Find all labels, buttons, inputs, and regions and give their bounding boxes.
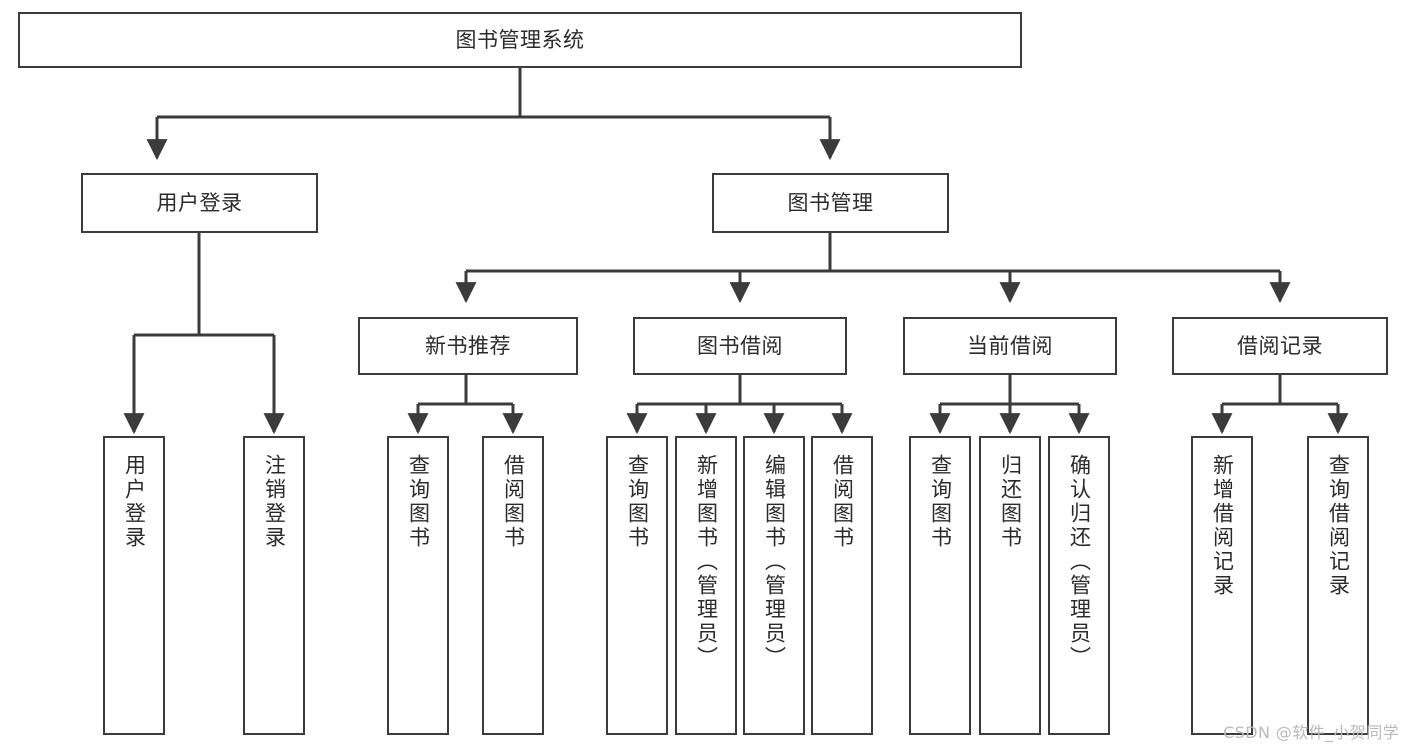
node-label: 查询借阅记录 <box>1326 454 1351 598</box>
node-root-library-system[interactable]: 图书管理系统 <box>18 12 1022 68</box>
node-book-borrow[interactable]: 图书借阅 <box>633 317 847 375</box>
node-label: 当前借阅 <box>967 333 1053 358</box>
leaf-borrow-query-book[interactable]: 查询图书 <box>606 436 668 735</box>
node-label: 用户登录 <box>156 190 243 215</box>
node-label: 新增图书（管理员） <box>694 454 719 670</box>
node-label: 图书管理 <box>787 190 874 215</box>
node-new-book-recommend[interactable]: 新书推荐 <box>358 317 578 375</box>
leaf-record-add-record[interactable]: 新增借阅记录 <box>1191 436 1253 735</box>
leaf-borrow-edit-book-admin[interactable]: 编辑图书（管理员） <box>743 436 805 735</box>
node-label: 用户登录 <box>122 454 147 550</box>
node-label: 图书借阅 <box>697 333 783 358</box>
node-book-management[interactable]: 图书管理 <box>712 173 949 233</box>
leaf-borrow-add-book-admin[interactable]: 新增图书（管理员） <box>675 436 737 735</box>
node-label: 编辑图书（管理员） <box>762 454 787 670</box>
node-label: 查询图书 <box>625 454 650 550</box>
leaf-current-confirm-return-admin[interactable]: 确认归还（管理员） <box>1048 436 1110 735</box>
node-current-borrow[interactable]: 当前借阅 <box>903 317 1117 375</box>
node-label: 查询图书 <box>928 454 953 550</box>
leaf-recommend-borrow-book[interactable]: 借阅图书 <box>482 436 544 735</box>
node-label: 借阅图书 <box>501 454 526 550</box>
node-label: 新书推荐 <box>425 333 511 358</box>
leaf-recommend-query-book[interactable]: 查询图书 <box>387 436 449 735</box>
leaf-current-return-book[interactable]: 归还图书 <box>979 436 1041 735</box>
leaf-current-query-book[interactable]: 查询图书 <box>909 436 971 735</box>
node-label: 图书管理系统 <box>455 27 585 52</box>
leaf-user-login-login[interactable]: 用户登录 <box>103 436 165 735</box>
node-label: 注销登录 <box>262 454 287 550</box>
node-label: 确认归还（管理员） <box>1067 454 1092 670</box>
node-label: 查询图书 <box>406 454 431 550</box>
leaf-record-query-record[interactable]: 查询借阅记录 <box>1307 436 1369 735</box>
node-label: 归还图书 <box>998 454 1023 550</box>
node-borrow-record[interactable]: 借阅记录 <box>1172 317 1388 375</box>
node-label: 新增借阅记录 <box>1210 454 1235 598</box>
leaf-user-login-logout[interactable]: 注销登录 <box>243 436 305 735</box>
leaf-borrow-borrow-book[interactable]: 借阅图书 <box>811 436 873 735</box>
node-label: 借阅记录 <box>1237 333 1323 358</box>
node-label: 借阅图书 <box>830 454 855 550</box>
node-user-login[interactable]: 用户登录 <box>81 173 318 233</box>
